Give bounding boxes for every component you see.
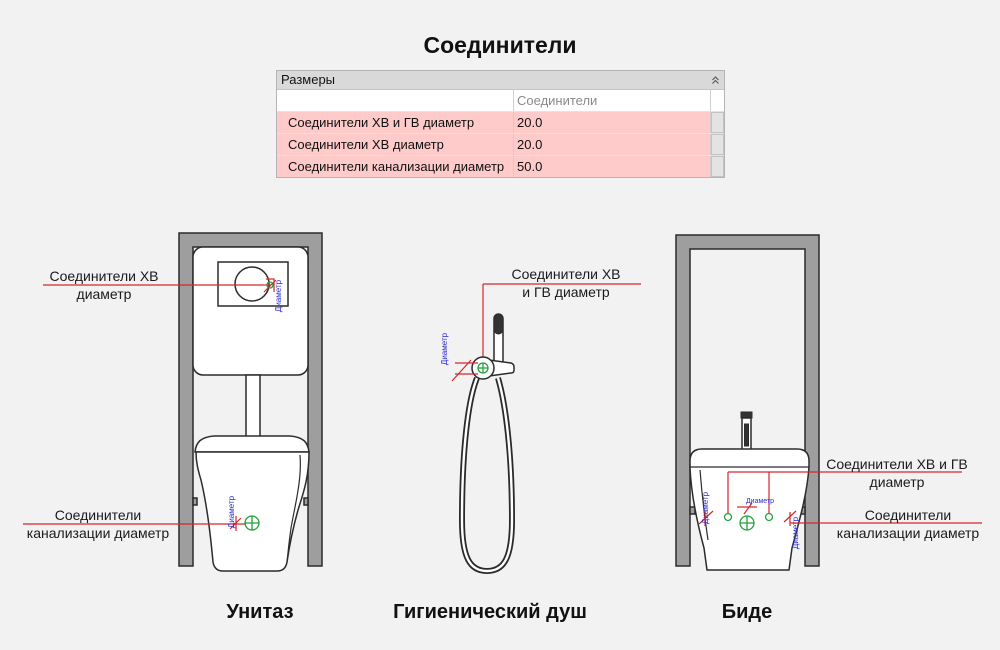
toilet-caption: Унитаз [226,601,293,623]
connector-cross [740,516,754,530]
valve-lever [488,359,515,377]
shower-hose-inner [460,377,514,573]
parameter-button[interactable] [711,112,724,133]
parameter-button[interactable] [711,156,724,177]
bidet-bowl-edge [699,469,709,541]
leader-line [727,471,962,514]
property-row: Соединители ХВ диаметр 20.0 [277,134,724,156]
water-connector [266,281,274,289]
dimension-label: Диаметр [746,498,774,505]
dimension-label: Диаметр [440,332,449,365]
toilet-bowl [195,451,310,572]
bidet-bowl [689,448,810,571]
parameter-button[interactable] [711,134,724,155]
connector-cross [245,516,259,530]
property-name: Соединители канализации диаметр [277,156,514,177]
shower-caption: Гигиенический душ [393,601,587,623]
chevron-up-icon-shape [712,76,719,84]
section-header-dimensions[interactable]: Размеры [277,71,724,90]
property-row: Соединители канализации диаметр 50.0 [277,156,724,177]
property-value-field[interactable]: 20.0 [514,112,711,133]
header-name-cell [277,90,514,111]
drain-pipe [245,374,261,438]
section-label: Размеры [281,72,336,87]
faucet-spout [744,423,749,447]
toilet-drawing: Диаметр Диаметр Соединители ХВ диаметр С… [23,232,323,623]
dimension-label: Диаметр [791,516,800,549]
bidet-sewer-label-line1: Соединители [865,507,951,523]
dimension-mark [263,278,277,293]
property-value-field[interactable]: 20.0 [514,134,711,155]
toilet-sewer-label-line1: Соединители [55,507,141,523]
toilet-sewer-label-line2: канализации диаметр [27,525,170,541]
sewer-connector [739,515,755,531]
toilet-lid [194,435,310,453]
chevron-up-icon[interactable] [711,75,720,85]
toilet-water-label-line2: диаметр [77,286,132,302]
column-header-row: Соединители [277,90,724,112]
chevron-up-icon-graphic [712,76,719,84]
properties-panel: Размеры Соединители Соединители ХВ и ГВ … [276,70,725,178]
toilet-water-label-line1: Соединители ХВ [49,268,158,284]
bidet-drawing: Диаметр Диаметр Диаметр Соединители ХВ и… [675,234,982,623]
property-value-field[interactable]: 50.0 [514,156,711,177]
faucet-knob [740,411,753,419]
bidet-caption: Биде [722,601,773,623]
dimension-label: Диаметр [227,495,236,528]
shower-drawing: Диаметр Соединители ХВ и ГВ диаметр Гиги… [393,266,641,623]
dimension-label: Диаметр [701,491,710,524]
toilet-bowl-edge [286,454,301,563]
shower-water-label-line1: Соединители ХВ [511,266,620,282]
cold-water-connector [723,512,733,522]
property-name: Соединители ХВ и ГВ диаметр [277,112,514,133]
flush-button [234,266,270,302]
property-name: Соединители ХВ диаметр [277,134,514,155]
water-connector [477,362,489,374]
header-spacer-cell [711,90,724,111]
dimension-mark [698,502,797,526]
bidet-sewer-label-line2: канализации диаметр [837,525,980,541]
bidet-water-label-line2: диаметр [870,474,925,490]
page-title: Соединители [423,32,577,58]
hand-shower-head [493,313,504,335]
frame-foot-bracket [303,497,309,506]
bidet-water-label-line1: Соединители ХВ и ГВ [826,456,968,472]
frame-foot-bracket [192,497,198,506]
installation-frame [178,232,323,567]
column-header-label: Соединители [514,90,711,111]
sewer-connector [244,515,260,531]
hot-water-connector [764,512,774,522]
dimension-mark [451,359,478,382]
dimension-label: Диаметр [274,279,283,312]
shower-water-label-line2: и ГВ диаметр [522,284,610,300]
property-row: Соединители ХВ и ГВ диаметр 20.0 [277,112,724,134]
dimension-mark [229,516,242,531]
connector-cross [478,363,488,373]
